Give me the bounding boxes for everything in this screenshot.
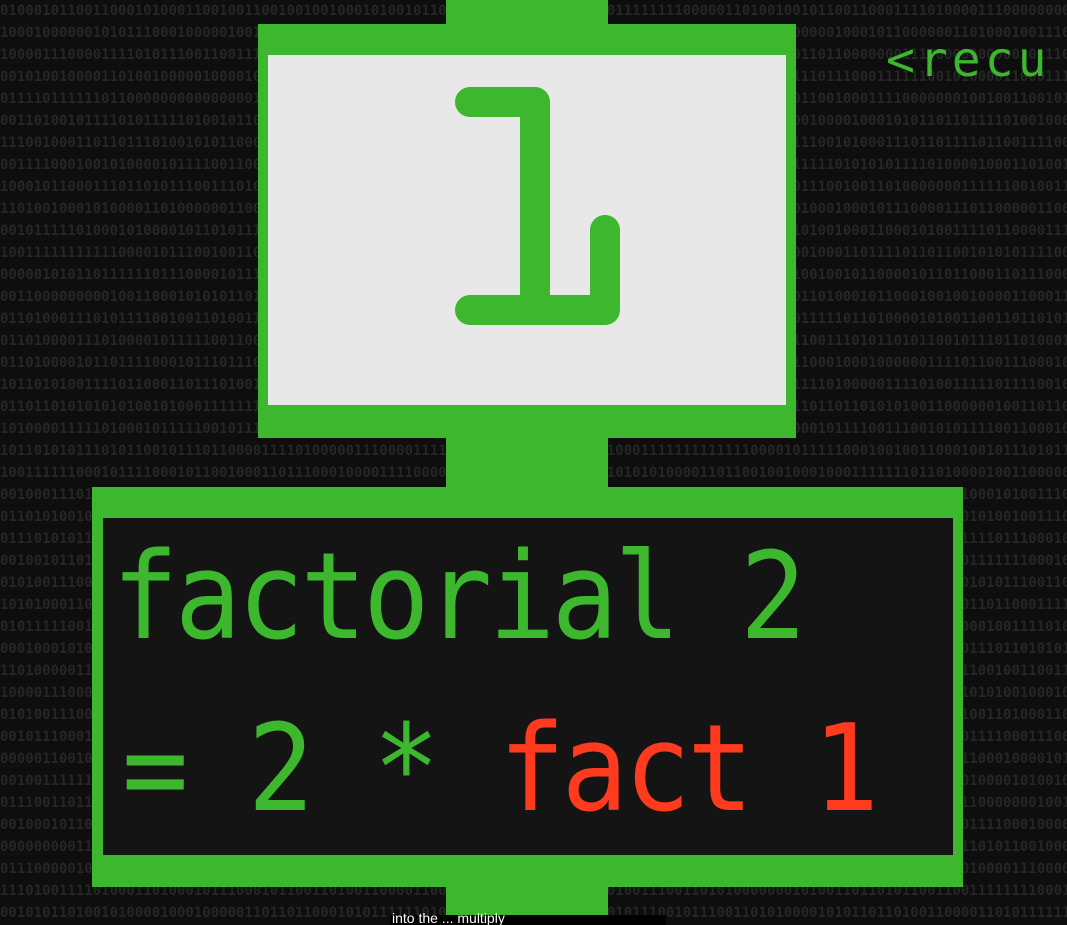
recursion-tag: <recu xyxy=(886,32,1051,88)
digit-one-glyph xyxy=(455,87,620,325)
subtitle-text: into the ... multiply xyxy=(392,910,505,925)
expression-line: = 2 * fact 1 xyxy=(122,700,879,840)
top-connector xyxy=(446,0,608,26)
multiplier-value: 2 xyxy=(247,700,314,839)
subtitle-bar xyxy=(390,915,666,925)
middle-connector xyxy=(446,436,608,490)
call-box xyxy=(103,518,953,855)
multiply-operator: * xyxy=(373,700,439,839)
recursive-call-text: fact 1 xyxy=(498,700,879,839)
equals-sign: = xyxy=(122,700,188,839)
factorial-call-text: factorial 2 xyxy=(112,528,806,667)
